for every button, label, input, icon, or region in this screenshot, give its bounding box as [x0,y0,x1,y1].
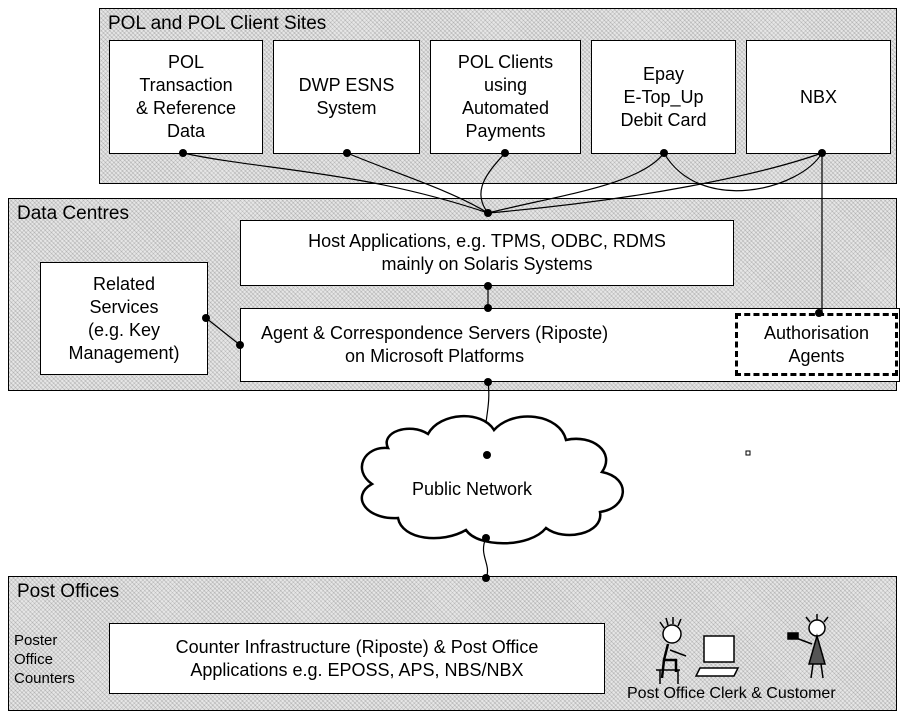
epay-box: Epay E-Top_Up Debit Card [591,40,736,154]
connector-nbx-to-host [487,152,823,214]
connector-epay-to-nbx [663,152,823,192]
nbx-box: NBX [746,40,891,154]
connector-related-to-agent [205,317,241,346]
public-network-label: Public Network [412,479,533,499]
authorisation-agents-box: Authorisation Agents [735,313,898,376]
customer-icon [787,614,829,679]
poster-office-counters-label: Poster Office Counters [14,632,75,687]
region-title-post-offices: Post Offices [17,581,120,602]
pol-transaction-box: POL Transaction & Reference Data [109,40,263,154]
connector-epay-to-host [487,152,665,214]
connector-dwp-to-host [346,152,489,214]
clerk-icon [656,617,740,684]
pol-clients-box: POL Clients using Automated Payments [430,40,581,154]
host-applications-box: Host Applications, e.g. TPMS, ODBC, RDMS… [240,220,734,286]
region-title-data-centres: Data Centres [17,203,129,224]
region-title-client-sites: POL and POL Client Sites [108,13,327,34]
counter-infrastructure-box: Counter Infrastructure (Riposte) & Post … [109,623,605,694]
connector-pol-to-host [182,152,489,214]
people-caption: Post Office Clerk & Customer [627,685,836,702]
small-square-mark [745,450,751,456]
connector-polclients-to-host [480,152,506,214]
connection-dots [179,149,826,582]
dwp-esns-box: DWP ESNS System [273,40,420,154]
connector-network-to-postoffice [482,537,489,579]
public-network-cloud [360,415,624,545]
